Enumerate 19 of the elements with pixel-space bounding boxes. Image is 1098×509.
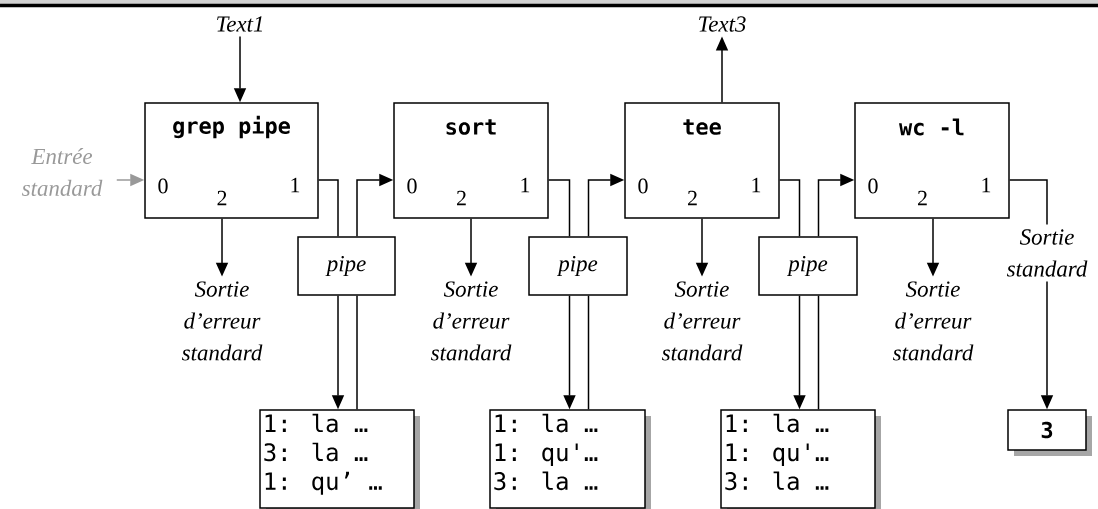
process-box: grep pipe 0 2 1 xyxy=(144,102,319,219)
text-label: Sortie d’erreur standard xyxy=(430,281,512,361)
text-label: Sortie d’erreur standard xyxy=(892,281,974,361)
output-box: 1: la … 1: qu'… 3: la … xyxy=(489,409,651,509)
process-box: sort 0 2 1 xyxy=(393,102,549,219)
pipe-box: pipe xyxy=(758,236,858,296)
process-box: tee 0 2 1 xyxy=(624,102,780,219)
text-label: Sortie d’erreur standard xyxy=(181,281,263,361)
text-label: Text3 xyxy=(699,16,746,32)
output-box: 1: la … 1: qu'… 3: la … xyxy=(720,409,881,509)
pipe-box: pipe xyxy=(297,236,396,296)
text-label: Text1 xyxy=(217,16,262,32)
text-label: Sortie d’erreur standard xyxy=(661,281,743,361)
pipe-box: pipe xyxy=(528,236,628,296)
output-box: 1: la … 3: la … 1: qu’ … xyxy=(259,409,420,509)
result-box: 3 xyxy=(1007,409,1092,456)
process-box: wc -l 0 2 1 xyxy=(854,102,1010,219)
text-label: Entrée standard xyxy=(21,148,103,196)
text-label: Sortie standard xyxy=(1006,229,1088,277)
